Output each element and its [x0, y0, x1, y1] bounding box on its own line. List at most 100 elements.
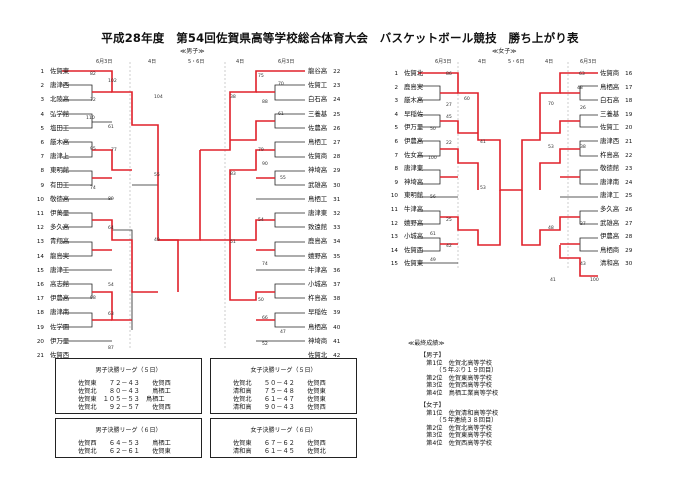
- seed-number: 12: [390, 220, 398, 227]
- seed-number: 13: [390, 234, 398, 241]
- team-name: 高志館: [50, 280, 70, 288]
- boys-score: 47: [280, 330, 286, 335]
- girls-team-25: 唐津工 25: [600, 191, 639, 200]
- team-name: 龍島実: [50, 251, 70, 260]
- seed-number: 21: [625, 139, 633, 145]
- boys-team-40: 鳥栖高 40: [308, 323, 347, 332]
- team-name: 唐津東: [404, 164, 424, 173]
- team-name: 敬徳館: [600, 164, 620, 173]
- final-results-girls: 【女子】 第1位 佐賀清和高等学校 （５年連続３８回目） 第2位 佐賀北高等学校…: [420, 402, 499, 447]
- seed-number: 10: [390, 193, 398, 200]
- team-name: 鳥栖高: [308, 322, 328, 331]
- team-name: 龍谷高: [308, 67, 328, 75]
- boys-score: 66: [262, 316, 268, 321]
- team-name: 唐津工: [600, 191, 620, 200]
- girls-score: 61: [430, 232, 436, 237]
- final-results-label: ≪最終成績≫: [408, 340, 445, 347]
- girls-score: 27: [446, 103, 452, 108]
- boys-day-header-1: 6月3日: [96, 59, 113, 65]
- girls-score: 42: [446, 244, 452, 249]
- team-name: 小城高: [308, 280, 328, 288]
- seed-number: 20: [625, 125, 633, 132]
- seed-number: 25: [625, 193, 633, 200]
- team-name: 早稲佐: [308, 308, 328, 317]
- girls-league-day5-title: 女子決勝リーグ（５日）: [250, 367, 317, 374]
- team-name: 白石高: [600, 96, 620, 105]
- seed-number: 3: [40, 97, 44, 104]
- girls-score: 56: [430, 195, 436, 200]
- seed-number: 40: [333, 324, 341, 331]
- seed-number: 30: [333, 182, 341, 189]
- team-name: 佐賀商: [600, 69, 620, 77]
- team-name: 唐津工: [50, 265, 70, 274]
- boys-league-day5-results: 佐賀東 ７２－４３ 佐賀西佐賀北 ８０－４３ 鳥栖工佐賀東 １０５－５３ 鳥栖工…: [78, 380, 171, 411]
- seed-number: 7: [40, 154, 44, 161]
- team-name: 神埼商: [308, 336, 328, 345]
- seed-number: 15: [36, 267, 44, 274]
- girls-score: 100: [428, 156, 437, 161]
- boys-team-3: 3 北陵高: [30, 95, 69, 104]
- seed-number: 41: [333, 338, 341, 345]
- seed-number: 39: [333, 310, 341, 317]
- girls-score: 41: [550, 278, 556, 283]
- team-name: 神埼高: [404, 177, 424, 186]
- seed-number: 20: [36, 338, 44, 345]
- girls-score: 48: [577, 86, 583, 91]
- team-name: 多久高: [50, 223, 70, 232]
- team-name: 佐賀工: [600, 123, 620, 132]
- girls-day-header-5: 6月3日: [580, 59, 597, 65]
- seed-number: 27: [333, 140, 341, 146]
- boys-score: 90: [262, 162, 268, 167]
- boys-score: 70: [278, 82, 284, 87]
- boys-score: 61: [278, 112, 284, 117]
- team-name: 東明館: [404, 191, 424, 200]
- seed-number: 29: [625, 247, 633, 254]
- team-name: 鳥栖工: [308, 138, 328, 146]
- team-name: 佐賀東: [404, 259, 424, 268]
- seed-number: 2: [40, 83, 44, 90]
- seed-number: 12: [36, 225, 44, 232]
- girls-score: 22: [446, 141, 452, 146]
- seed-number: 14: [390, 247, 398, 254]
- seed-number: 11: [36, 211, 44, 217]
- boys-league-day5-box: 男子決勝リーグ（５日） 佐賀東 ７２－４３ 佐賀西佐賀北 ８０－４３ 鳥栖工佐賀…: [55, 358, 202, 414]
- team-name: 青翔高: [50, 237, 70, 246]
- team-name: 唐津東: [308, 209, 328, 217]
- boys-score: 102: [108, 79, 117, 84]
- girls-score: 37: [580, 222, 586, 227]
- team-name: 北陵高: [50, 95, 70, 104]
- seed-number: 18: [625, 98, 633, 105]
- boys-team-27: 鳥栖工 27: [308, 138, 347, 147]
- seed-number: 22: [333, 69, 341, 75]
- boys-score: 61: [108, 125, 114, 130]
- team-name: 三養基: [600, 109, 620, 118]
- seed-number: 25: [333, 111, 341, 118]
- seed-number: 17: [625, 84, 633, 91]
- team-name: 早稲佐: [404, 109, 424, 118]
- seed-number: 33: [333, 225, 341, 232]
- team-name: 伊万里: [404, 123, 424, 132]
- boys-score: 54: [258, 218, 264, 223]
- team-name: 鳥栖工: [308, 194, 328, 203]
- team-name: 厳木高: [50, 138, 70, 146]
